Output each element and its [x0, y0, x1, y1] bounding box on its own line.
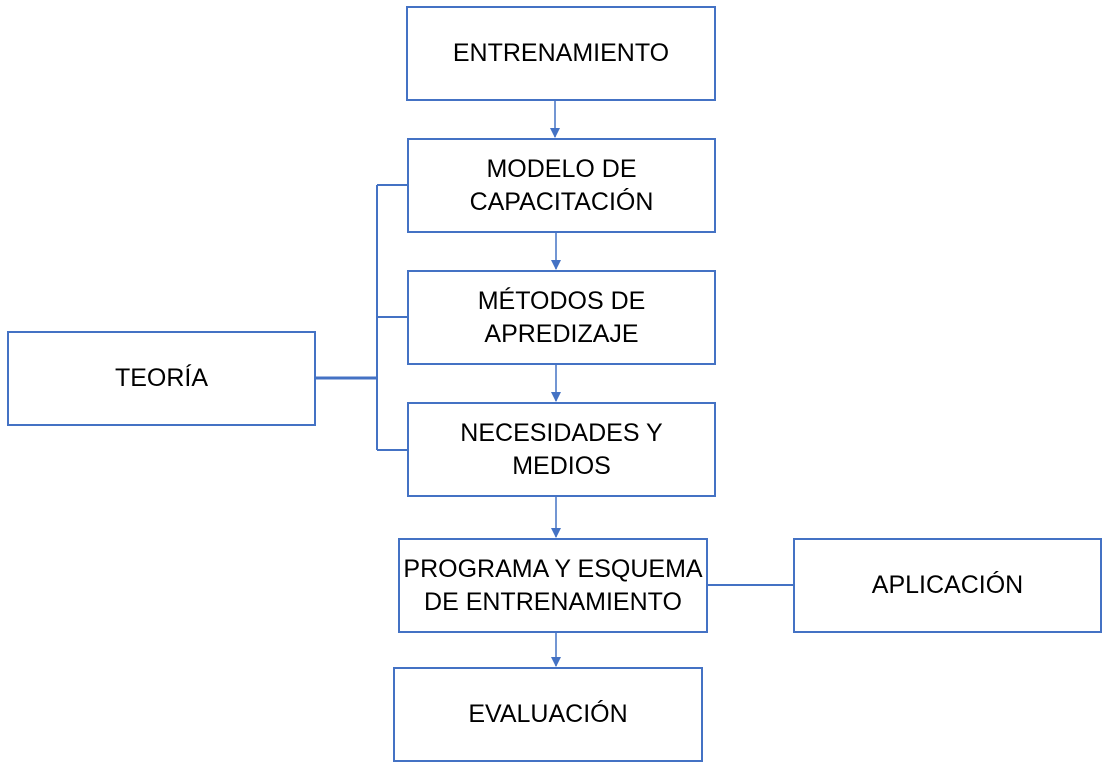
node-modelo-label: MODELO DE CAPACITACIÓN [469, 154, 654, 216]
node-programa-y-esquema: PROGRAMA Y ESQUEMA DE ENTRENAMIENTO [398, 538, 708, 633]
node-teoria: TEORÍA [7, 331, 316, 426]
node-necesidades-label: NECESIDADES Y MEDIOS [460, 418, 663, 480]
node-metodos-label: MÉTODOS DE APREDIZAJE [477, 286, 646, 348]
node-programa-label: PROGRAMA Y ESQUEMA DE ENTRENAMIENTO [403, 554, 703, 616]
node-aplicacion-label: APLICACIÓN [871, 571, 1024, 599]
node-entrenamiento-label: ENTRENAMIENTO [452, 39, 670, 67]
node-necesidades-y-medios: NECESIDADES Y MEDIOS [407, 402, 716, 497]
node-evaluacion-label: EVALUACIÓN [468, 700, 628, 728]
node-evaluacion: EVALUACIÓN [393, 667, 703, 762]
node-aplicacion: APLICACIÓN [793, 538, 1102, 633]
node-metodos-de-aprendizaje: MÉTODOS DE APREDIZAJE [407, 270, 716, 365]
node-entrenamiento: ENTRENAMIENTO [406, 6, 716, 101]
node-modelo-de-capacitacion: MODELO DE CAPACITACIÓN [407, 138, 716, 233]
node-teoria-label: TEORÍA [114, 364, 209, 392]
